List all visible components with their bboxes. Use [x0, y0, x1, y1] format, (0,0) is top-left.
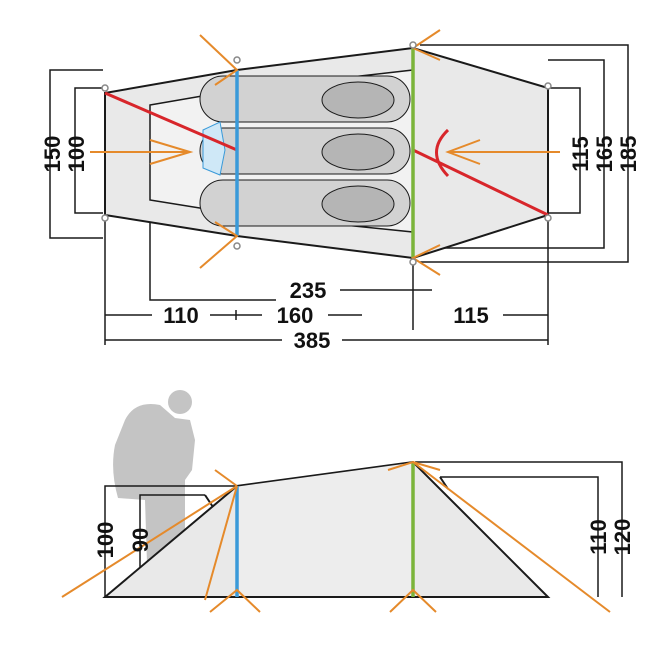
side-label-120: 120 [610, 519, 635, 556]
side-inner-door [236, 461, 414, 598]
plan-label-100: 100 [64, 136, 89, 173]
plan-label-150: 150 [40, 136, 65, 173]
side-label-90: 90 [128, 528, 153, 552]
plan-vent-window [202, 121, 226, 176]
sleeping-pads [199, 75, 411, 227]
plan-label-115-bottom: 115 [453, 303, 489, 328]
side-view: 100 90 110 120 [61, 390, 635, 613]
plan-pole-red-right [412, 148, 549, 217]
plan-dimension-lines [49, 44, 629, 345]
plan-label-165: 165 [592, 136, 617, 173]
side-label-100: 100 [93, 522, 118, 559]
plan-pole-red-left [104, 91, 238, 152]
plan-door-arc [435, 128, 450, 178]
plan-label-185: 185 [616, 136, 641, 173]
side-dimension-lines [104, 461, 623, 597]
side-label-110: 110 [586, 519, 611, 555]
plan-label-110: 110 [163, 303, 199, 328]
plan-label-160: 160 [277, 303, 314, 328]
plan-label-115-right: 115 [568, 136, 593, 172]
plan-label-385: 385 [294, 328, 331, 353]
side-guylines [61, 460, 611, 613]
plan-stakes [101, 41, 552, 266]
plan-view: 235 110 160 115 385 150 100 115 165 185 [40, 29, 641, 353]
plan-label-235: 235 [290, 278, 327, 303]
